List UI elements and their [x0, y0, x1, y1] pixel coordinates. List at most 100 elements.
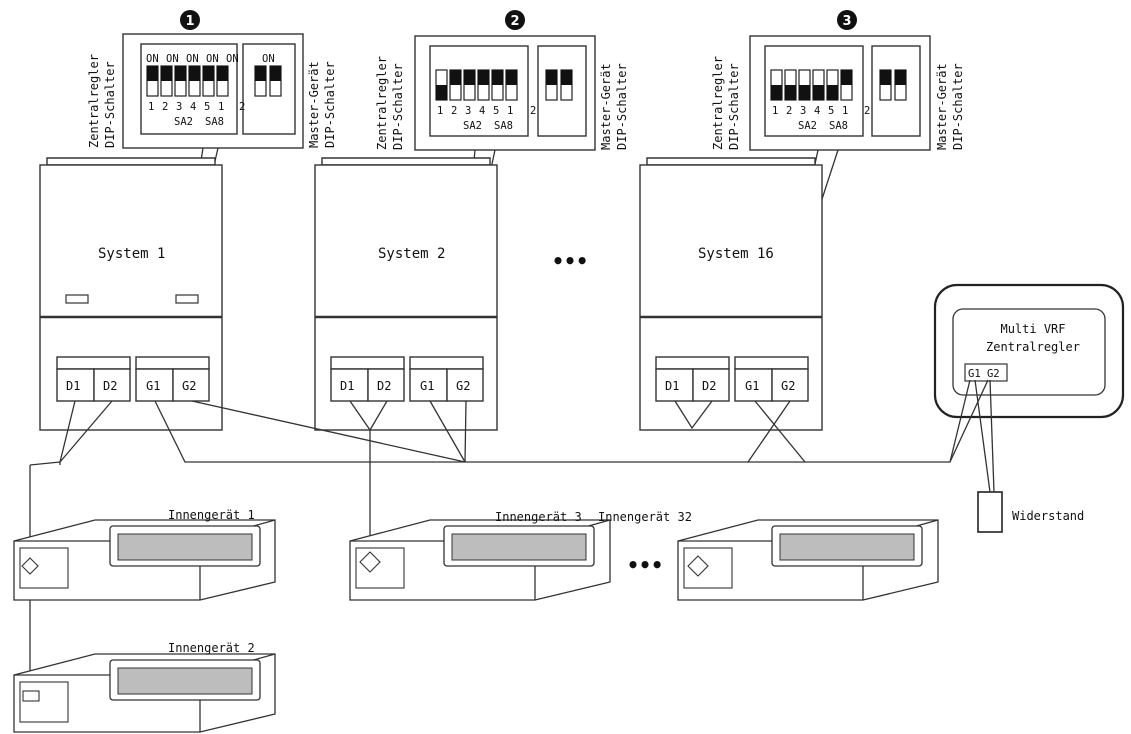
panel-number-1: 1 [185, 14, 194, 29]
resistor: Widerstand [977, 491, 1084, 533]
ellipsis-systems: ••• [552, 249, 588, 273]
indoor-unit-1: Innengerät 1 [13, 508, 276, 601]
right-label-2: DIP-Schalter [323, 61, 337, 148]
outdoor-unit-1: System 1 D1 D2 G1 G2 [39, 157, 223, 431]
panel-number-2: 2 [510, 14, 519, 29]
left-label-2: DIP-Schalter [727, 63, 741, 150]
sa2-label: SA2 [798, 120, 817, 132]
switch-number: 3 [800, 105, 806, 117]
panel-number-badge-1 [180, 10, 200, 30]
switch-number: 1 [842, 105, 848, 117]
terminal-d2: D2 [103, 379, 117, 393]
switch-number: 1 [148, 101, 154, 113]
controller-title-2: Zentralregler [986, 340, 1080, 354]
outdoor-unit-16: System 16 D1 D2 G1 G2 [639, 157, 823, 431]
terminal-g2: G2 [182, 379, 196, 393]
system-name: System 1 [98, 246, 165, 262]
left-label-1: Zentralregler [375, 56, 389, 150]
right-label-2: DIP-Schalter [615, 63, 629, 150]
right-label-1: Master-Gerät [599, 63, 613, 150]
system-name: System 16 [698, 246, 774, 262]
terminal-icon [687, 555, 709, 577]
indoor-unit-label: Innengerät 2 [168, 641, 255, 655]
switch-number: 2 [162, 101, 168, 113]
indoor-unit-3: Innengerät 3 [349, 510, 611, 601]
controller-terminals [964, 363, 1008, 382]
on-label: ON [146, 53, 159, 65]
sa8-label: SA8 [829, 120, 848, 132]
terminal-block-g [135, 356, 210, 370]
indoor-unit-label: Innengerät 1 [168, 508, 255, 522]
indoor-unit-label: Innengerät 32 [598, 510, 692, 524]
terminal-d1: D1 [66, 379, 80, 393]
controller-title-1: Multi VRF [1000, 322, 1065, 336]
on-label: ON [206, 53, 219, 65]
switch-number: 1 [507, 105, 513, 117]
switch-number: 2 [530, 105, 536, 117]
left-label-2: DIP-Schalter [391, 63, 405, 150]
ellipsis-indoor: ••• [627, 553, 663, 577]
switch-number: 1 [218, 101, 224, 113]
controller-terminal-label: G1 G2 [968, 368, 1000, 380]
switch-number: 3 [176, 101, 182, 113]
panel-number-badge-2 [505, 10, 525, 30]
on-label: ON [226, 53, 239, 65]
indoor-unit-32: Innengerät 32 [598, 510, 939, 601]
switch-number: 2 [239, 101, 245, 113]
dip-panel-2: 2 1 2 3 4 5 1 2 SA2 SA8 Zentralregler DI… [375, 10, 629, 291]
right-label-1: Master-Gerät [307, 61, 321, 148]
dip-switch-location [175, 294, 199, 304]
switch-number: 2 [864, 105, 870, 117]
terminal-icon [359, 551, 381, 573]
panel-number-badge-3 [837, 10, 857, 30]
resistor-label: Widerstand [1012, 509, 1084, 523]
indoor-unit-2: Innengerät 2 [13, 641, 276, 733]
right-label-2: DIP-Schalter [951, 63, 965, 150]
on-label: ON [166, 53, 179, 65]
left-label-1: Zentralregler [711, 56, 725, 150]
switch-number: 5 [493, 105, 499, 117]
switch-number: 3 [465, 105, 471, 117]
terminal-icon [22, 690, 40, 702]
panel-number-3: 3 [842, 14, 851, 29]
central-controller: Multi VRF Zentralregler G1 G2 [933, 283, 1125, 419]
switch-number: 5 [204, 101, 210, 113]
terminal-g2: G2 [456, 379, 470, 393]
sa8-label: SA8 [205, 116, 224, 128]
switch-number: 4 [190, 101, 196, 113]
terminal-g1: G1 [420, 379, 434, 393]
outdoor-unit-2: System 2 D1 D2 G1 G2 [314, 157, 498, 431]
indoor-unit-label: Innengerät 3 [495, 510, 582, 524]
terminal-block-d [56, 356, 131, 370]
switch-number: 5 [828, 105, 834, 117]
dip-panel-1: 1 ON ON ON ON ON ON 1 2 3 4 5 1 2 SA2 SA… [87, 10, 337, 289]
switch-number: 2 [786, 105, 792, 117]
terminal-g1: G1 [745, 379, 759, 393]
terminal-icon [21, 557, 39, 575]
switch-number: 4 [479, 105, 485, 117]
switch-number: 4 [814, 105, 820, 117]
sa2-label: SA2 [463, 120, 482, 132]
right-label-1: Master-Gerät [935, 63, 949, 150]
on-label: ON [262, 53, 275, 65]
dip-switch-row-2 [435, 69, 573, 101]
left-label-1: Zentralregler [87, 54, 101, 148]
switch-number: 2 [451, 105, 457, 117]
sa2-label: SA2 [174, 116, 193, 128]
left-label-2: DIP-Schalter [103, 61, 117, 148]
terminal-g2: G2 [781, 379, 795, 393]
sa8-frame-1 [242, 43, 296, 135]
terminal-d2: D2 [377, 379, 391, 393]
terminal-d1: D1 [665, 379, 679, 393]
sa8-label: SA8 [494, 120, 513, 132]
indicator-slot [65, 294, 89, 304]
dip-panel-3: 3 1 2 3 4 5 1 2 SA2 SA8 Zentralregler DI… [711, 10, 965, 283]
switch-number: 1 [437, 105, 443, 117]
system-name: System 2 [378, 246, 445, 262]
on-label: ON [186, 53, 199, 65]
dip-switch-row-3 [770, 69, 907, 101]
wiring [29, 379, 995, 680]
terminal-d2: D2 [702, 379, 716, 393]
